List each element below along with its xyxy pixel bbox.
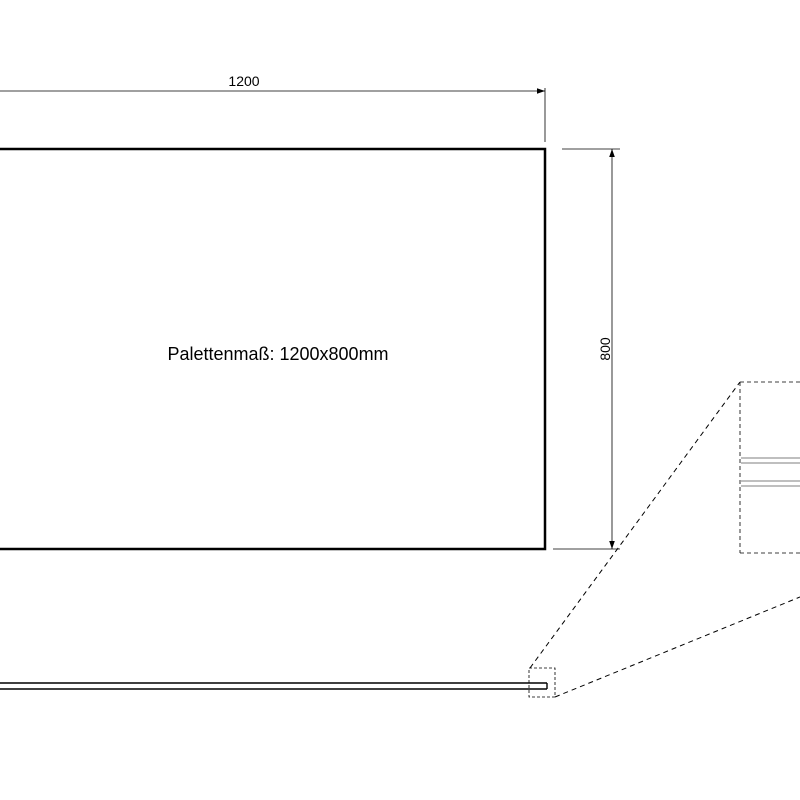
detail-leader-lines [529, 381, 800, 698]
detail-marker-box [528, 667, 556, 698]
panel-label: Palettenmaß: 1200x800mm [167, 344, 388, 364]
detail-view [739, 381, 800, 554]
height-dimension-label: 800 [597, 337, 613, 361]
width-dimension: 1200 [0, 73, 546, 142]
height-dimension: 800 [553, 148, 620, 550]
width-dimension-label: 1200 [228, 73, 259, 89]
leader-line-upper [529, 381, 741, 669]
side-view [0, 667, 556, 698]
leader-line-lower [554, 596, 800, 698]
pallet-panel-outline [0, 147, 547, 551]
